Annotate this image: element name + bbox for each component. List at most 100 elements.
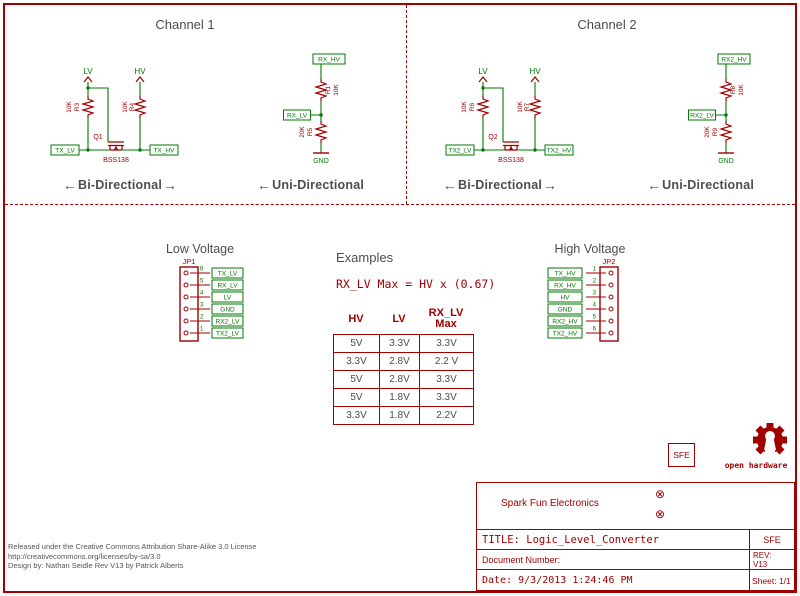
net-label: TX2_LV: [216, 331, 240, 338]
net-flag: TX_LV: [50, 144, 80, 156]
net-label: TX2_HV: [547, 148, 572, 155]
net-label: TX2_LV: [448, 148, 472, 155]
net-label: GND: [220, 307, 235, 314]
supply-arrow-icons: [478, 76, 540, 83]
resistor-value: 20K: [299, 126, 306, 138]
net-label: HV: [560, 295, 570, 302]
resistor-value: 10K: [66, 101, 73, 113]
net-flag: TX_LV: [211, 267, 244, 279]
rev-value: V13: [753, 560, 768, 569]
wires: [310, 64, 322, 153]
pin-number: 5: [200, 279, 204, 285]
column-header-line1: RX_LV: [428, 307, 464, 319]
connector-body: [599, 266, 619, 342]
table-cell: 3.3V: [333, 352, 380, 371]
pin-numbers: 6 5 4 3 2 1: [200, 267, 204, 333]
section-divider-vertical: [406, 5, 407, 204]
ground-label: GND: [313, 158, 329, 165]
net-label: RX2_LV: [690, 113, 714, 120]
table-cell: 3.3V: [379, 334, 420, 353]
connector-jp1: JP1 6 5 4 3 2 1 TX_LV RX_LV LV GND RX2_L…: [179, 257, 244, 342]
table-cell: 3.3V: [419, 334, 474, 353]
credits-line: Design by: Nathan Seidle Rev V13 by Patr…: [8, 561, 184, 570]
transistor-value: BSS138: [103, 157, 129, 164]
revision-cell: REV: V13: [750, 550, 794, 569]
sheet-cell: Sheet: 1/1: [750, 570, 794, 591]
ground-label: GND: [718, 158, 734, 165]
circuit-unidirectional-ch1: RX_HV RX_LV R1 10K R5 20K GND: [283, 53, 346, 165]
pin-number: 4: [200, 291, 204, 297]
net-flag: HV: [547, 291, 583, 303]
wires: [79, 82, 150, 151]
document-number-label: Document Number:: [477, 550, 750, 569]
circuit-bidirectional-ch2: LV HV 10K R6 10K R7 Q2 BSS138 TX2_LV TX2…: [445, 67, 574, 164]
net-flags: TX_HV RX_HV HV GND RX2_HV TX2_HV: [547, 267, 583, 339]
net-flag: RX_HV: [547, 279, 583, 291]
mosfet-symbol: [503, 141, 519, 151]
title-block-company-row: Spark Fun Electronics ⊗ ⊗: [477, 483, 794, 530]
wires: [474, 82, 545, 151]
sheet-label: Sheet:: [752, 575, 777, 586]
license-note: Released under the Creative Commons Attr…: [8, 542, 256, 571]
net-label: TX_LV: [218, 271, 238, 278]
mosfet-symbol: [108, 141, 124, 151]
wires: [715, 64, 727, 153]
connector-ref: JP1: [183, 257, 196, 266]
caption-unidirectional-ch2: ←Uni-Directional: [625, 177, 775, 193]
title-block-docnum-row: Document Number: REV: V13: [477, 550, 794, 570]
net-label: RX_HV: [318, 57, 340, 64]
pin-number: 4: [593, 303, 597, 309]
column-header-line2: Max: [435, 318, 457, 330]
arrow-left-icon: ←: [256, 177, 272, 193]
transistor-name: Q1: [93, 134, 102, 141]
resistor-value: 10K: [461, 101, 468, 113]
caption-unidirectional-ch1: ←Uni-Directional: [235, 177, 385, 193]
table-cell: 2.2 V: [419, 352, 474, 371]
net-label: RX2_LV: [216, 319, 240, 326]
resistor-name: R5: [307, 127, 314, 136]
caption-bidirectional-ch1: ←Bi-Directional→: [35, 177, 205, 193]
net-flag: RX_HV: [312, 53, 346, 65]
net-flag: TX2_LV: [211, 327, 244, 339]
circle-x-icon: ⊗: [655, 507, 666, 521]
resistor-value: 10K: [738, 84, 745, 96]
open-hardware-logo: [753, 423, 787, 459]
low-voltage-title: Low Voltage: [165, 242, 235, 256]
company-name: Spark Fun Electronics: [501, 498, 599, 509]
resistor-name: R3: [74, 102, 81, 111]
resistor-name: R9: [712, 127, 719, 136]
junction-dots: [86, 86, 142, 152]
title-value: Logic_Level_Converter: [526, 533, 660, 546]
circuit-unidirectional-ch2: RX2_HV RX2_LV R8 10K R9 20K GND: [688, 53, 751, 165]
net-label: RX2_HV: [721, 57, 747, 64]
connector-jp2: JP2 1 2 3 4 5 6 TX_HV RX_HV HV GND RX2_H…: [547, 257, 619, 342]
net-label: GND: [558, 307, 573, 314]
transistor-value: BSS138: [498, 157, 524, 164]
resistor-name: R1: [325, 85, 332, 94]
date-cell: Date: 9/3/2013 1:24:46 PM: [477, 570, 750, 591]
arrow-right-icon: →: [163, 177, 178, 193]
pin-number: 6: [200, 267, 204, 273]
table-cell: 3.3V: [419, 370, 474, 389]
table-cell: 1.8V: [379, 388, 420, 407]
pin-number: 1: [593, 267, 597, 273]
title-block-date-row: Date: 9/3/2013 1:24:46 PM Sheet: 1/1: [477, 570, 794, 591]
circuit-bidirectional-ch1: LV HV 10K R3 10K R4 Q1 BSS138 TX_LV TX_H…: [50, 67, 179, 164]
sfe-badge: SFE: [668, 443, 695, 467]
net-flag: TX2_HV: [547, 327, 583, 339]
table-cell: 2.8V: [379, 352, 420, 371]
caption-text: Bi-Directional: [77, 178, 163, 192]
net-label: TX_HV: [154, 148, 176, 155]
sheet-value: 1/1: [778, 575, 791, 586]
examples-title: Examples: [336, 250, 394, 265]
resistor-value: 10K: [517, 101, 524, 113]
net-label: TX_HV: [555, 271, 577, 278]
formula-text: RX_LV Max = HV x (0.67): [336, 277, 496, 291]
caption-bidirectional-ch2: ←Bi-Directional→: [415, 177, 585, 193]
circle-x-icon: ⊗: [655, 487, 666, 501]
